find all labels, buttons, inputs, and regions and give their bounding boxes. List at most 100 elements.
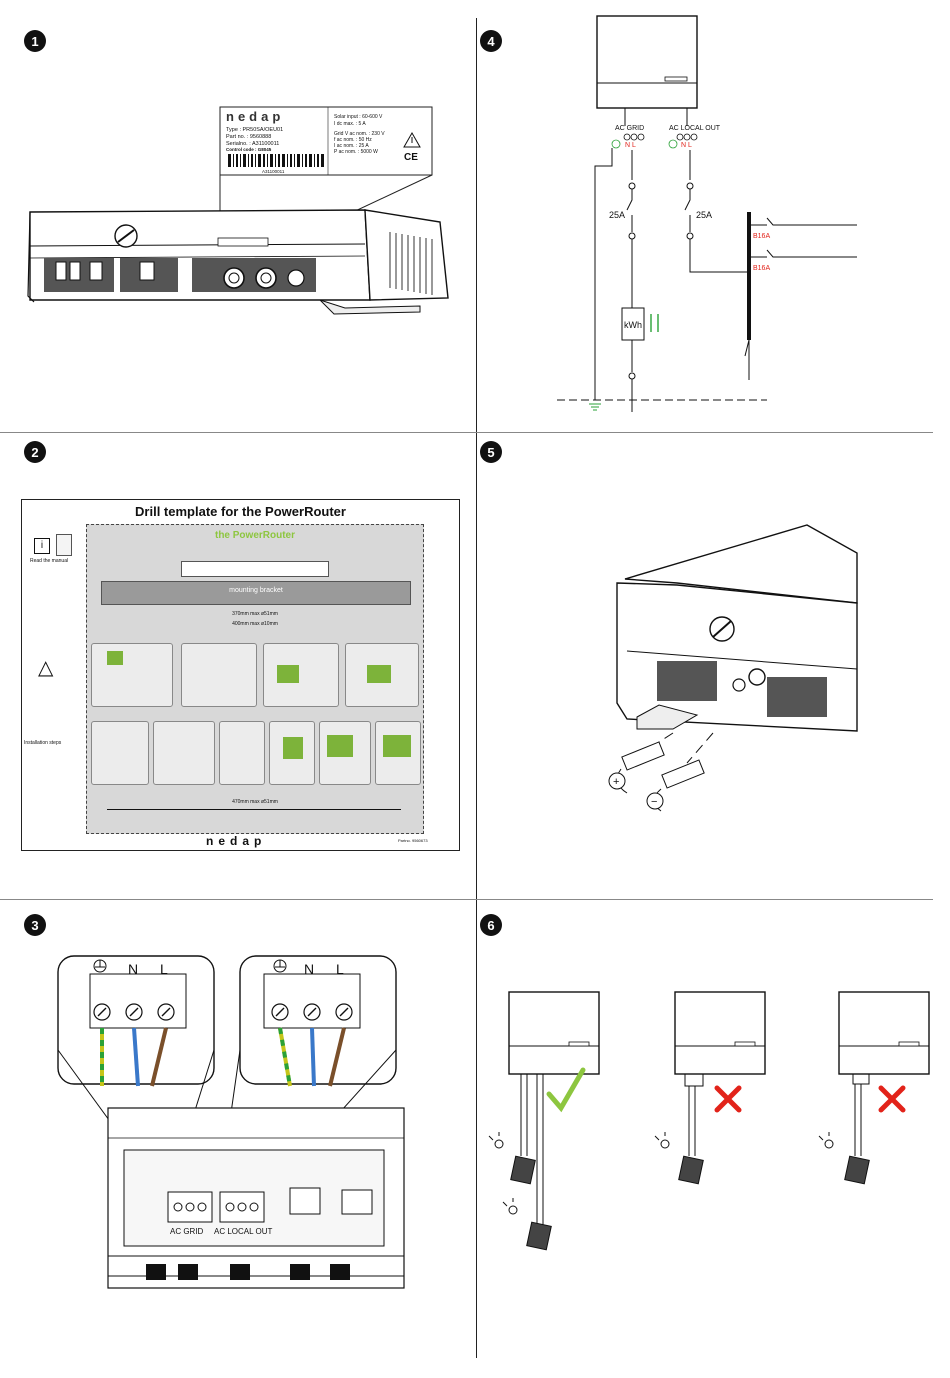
manual-icon xyxy=(56,534,72,556)
module-green-2 xyxy=(367,665,391,683)
ground-symbol xyxy=(589,403,601,411)
nl-label-2: N L xyxy=(681,142,692,149)
cross-icon xyxy=(878,1085,906,1113)
module-green-1 xyxy=(277,665,299,683)
slot-outline xyxy=(181,561,329,577)
info-icon: i xyxy=(34,538,50,554)
step-box-2 xyxy=(153,721,215,785)
powerrouter-unit-front xyxy=(27,209,449,315)
label-solar-1: Solar input : 60-600 V xyxy=(334,114,383,120)
l-label-left: L xyxy=(160,961,168,977)
mounting-bracket: mounting bracket xyxy=(101,581,411,605)
minus-label: − xyxy=(651,796,657,808)
sun-icon xyxy=(654,1132,670,1149)
svg-text:CE: CE xyxy=(404,152,418,163)
powerrouter-unit-front xyxy=(596,15,698,109)
check-icon xyxy=(546,1067,586,1113)
step-badge-1: 1 xyxy=(24,30,46,52)
step-box-1 xyxy=(91,721,149,785)
module-green-5 xyxy=(327,735,353,757)
ce-mark-icon: CE xyxy=(404,152,418,163)
bidirectional-arrows-icon xyxy=(650,314,659,332)
ground-icon xyxy=(273,959,287,973)
label-grid-2: f ac nom. : 50 Hz xyxy=(334,137,372,143)
cross-icon xyxy=(714,1085,742,1113)
label-type: Type : PR50SA/OEU01 xyxy=(226,127,283,133)
bracket-label: mounting bracket xyxy=(229,587,283,594)
module-green-3 xyxy=(107,651,123,665)
b16a-label-1: B16A xyxy=(753,233,770,240)
module-green-4 xyxy=(283,737,303,759)
indoor-box xyxy=(181,643,257,707)
n-label-right: N xyxy=(304,961,314,977)
solar-panel-icon xyxy=(526,1221,552,1251)
vertical-divider xyxy=(476,18,477,1358)
clearance-box xyxy=(91,643,173,707)
dimension-370: 370mm max ø51mm xyxy=(232,611,278,617)
step-badge-2: 2 xyxy=(24,441,46,463)
plus-label: + xyxy=(613,776,619,788)
template-sheet: the PowerRouter mounting bracket 370mm m… xyxy=(86,524,424,834)
nl-label-1: N L xyxy=(625,142,636,149)
panel-2-drill-template: Drill template for the PowerRouter i Rea… xyxy=(21,499,460,851)
step-box-6 xyxy=(375,721,421,785)
solar-panel-icon xyxy=(844,1155,870,1185)
dimension-400: 400mm max ø10mm xyxy=(232,621,278,627)
panel-5-dc-connectors: + − xyxy=(608,524,858,812)
powerrouter-unit-c xyxy=(838,991,930,1075)
panel-4-wiring-schematic: AC GRID AC LOCAL OUT N L N L 25A 25A kWh… xyxy=(557,15,857,412)
read-manual-text: Read the manual xyxy=(30,558,69,564)
dimension-line-470 xyxy=(107,809,401,810)
panel-6-pv-configuration xyxy=(488,991,930,1251)
panel-3-ac-wiring: N L N L xyxy=(57,955,405,1289)
terminal-zoom-left xyxy=(57,955,215,1087)
powerrouter-unit-b xyxy=(674,991,766,1075)
ac-local-out-label: AC LOCAL OUT xyxy=(214,1227,272,1236)
step-box-3 xyxy=(219,721,265,785)
template-subtitle: the PowerRouter xyxy=(214,530,295,541)
solar-panel-icon xyxy=(510,1155,536,1185)
sun-icon xyxy=(818,1132,834,1149)
powerrouter-unit-a xyxy=(508,991,600,1075)
step-badge-4: 4 xyxy=(480,30,502,52)
l-label-right: L xyxy=(336,961,344,977)
label-grid-4: P ac nom. : 5000 W xyxy=(334,149,378,155)
ground-icon xyxy=(93,959,107,973)
b16a-label-2: B16A xyxy=(753,265,770,272)
label-grid-3: I ac nom. : 25 A xyxy=(334,143,369,149)
barcode xyxy=(228,154,324,167)
ac-grid-label: AC GRID xyxy=(615,125,644,132)
label-solar-2: I dc max. : 5 A xyxy=(334,121,366,127)
n-label-left: N xyxy=(128,961,138,977)
panel-1-product-label: nedap Type : PR50SA/OEU01 Part no. : 956… xyxy=(27,106,449,315)
powerrouter-connection-area xyxy=(107,1107,405,1289)
solar-panel-icon xyxy=(678,1155,704,1185)
terminal-symbols xyxy=(611,133,698,149)
footer-brand: nedap xyxy=(206,834,267,848)
horizontal-divider-2 xyxy=(0,899,933,900)
warning-icon xyxy=(403,131,421,148)
sun-icon xyxy=(488,1132,518,1215)
horizontal-divider-1 xyxy=(0,432,933,433)
footer-code: Partno. 9560673 xyxy=(398,838,428,843)
template-title: Drill template for the PowerRouter xyxy=(135,504,346,519)
step-badge-6: 6 xyxy=(480,914,502,936)
meter-label: kWh xyxy=(624,320,642,330)
step-box-5 xyxy=(319,721,371,785)
temperature-box xyxy=(263,643,339,707)
breaker-label-2: 25A xyxy=(696,210,712,220)
label-serial: Serialno. : A31100011 xyxy=(226,141,279,147)
step-badge-3: 3 xyxy=(24,914,46,936)
ac-local-out-label: AC LOCAL OUT xyxy=(669,125,721,132)
terminal-zoom-right xyxy=(239,955,397,1087)
label-control: Control code : G8045 xyxy=(226,147,272,152)
label-grid-1: Grid V ac nom. : 230 V xyxy=(334,131,385,137)
label-part: Part no. : 9560888 xyxy=(226,134,271,140)
install-steps-label: Installation steps xyxy=(24,740,62,746)
step-badge-5: 5 xyxy=(480,441,502,463)
breaker-label-1: 25A xyxy=(609,210,625,220)
warning-icon: △ xyxy=(38,657,54,679)
label-brand: nedap xyxy=(226,109,284,124)
ac-grid-label: AC GRID xyxy=(170,1227,204,1236)
module-green-6 xyxy=(383,735,411,757)
